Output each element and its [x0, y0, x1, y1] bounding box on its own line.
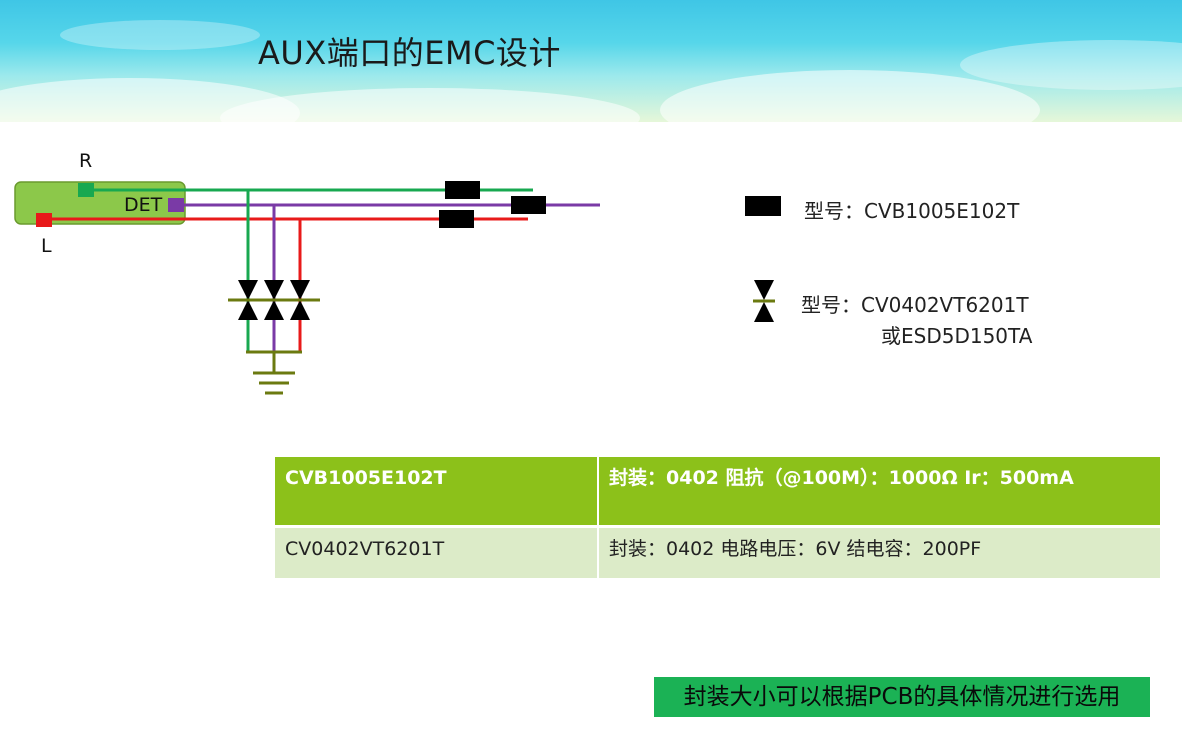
tvs-diode-l [290, 280, 310, 320]
pin-det [168, 198, 184, 212]
cloud-decoration [220, 88, 640, 122]
ferrite-legend-icon [745, 196, 781, 216]
tvs-diode-r [238, 280, 258, 320]
pin-r [78, 183, 94, 197]
ground-icon [253, 371, 295, 395]
tvs-model-alt-text: 或ESD5D150TA [881, 324, 1033, 348]
l-label: L [41, 235, 52, 257]
cloud-decoration [960, 40, 1182, 90]
table-row: CVB1005E102T 封装：0402 阻抗（@100M）：1000Ω Ir：… [275, 457, 1160, 527]
ferrite-bead-l [439, 210, 474, 228]
tvs-model-text: 型号：CV0402VT6201T [801, 293, 1029, 317]
title-banner: AUX端口的EMC设计 [0, 0, 1182, 122]
ferrite-bead-det [511, 196, 546, 214]
spec-cell: 封装：0402 电路电压：6V 结电容：200PF [598, 525, 1160, 578]
circuit-diagram [14, 181, 781, 395]
det-label: DET [124, 194, 163, 216]
part-cell: CVB1005E102T [275, 457, 599, 527]
spec-cell: 封装：0402 阻抗（@100M）：1000Ω Ir：500mA [598, 457, 1160, 527]
ferrite-bead-r [445, 181, 480, 199]
cloud-decoration [60, 20, 260, 50]
ferrite-model-text: 型号：CVB1005E102T [804, 199, 1020, 223]
selection-note: 封装大小可以根据PCB的具体情况进行选用 [654, 677, 1150, 717]
spec-table: CVB1005E102T 封装：0402 阻抗（@100M）：1000Ω Ir：… [275, 457, 1160, 578]
table-row: CV0402VT6201T 封装：0402 电路电压：6V 结电容：200PF [275, 525, 1160, 578]
aux-connector [14, 181, 186, 225]
r-label: R [79, 150, 93, 172]
tvs-legend-icon [753, 280, 775, 322]
pin-l [36, 213, 52, 227]
part-cell: CV0402VT6201T [275, 525, 599, 578]
page-title: AUX端口的EMC设计 [258, 34, 561, 72]
tvs-diode-det [264, 280, 284, 320]
